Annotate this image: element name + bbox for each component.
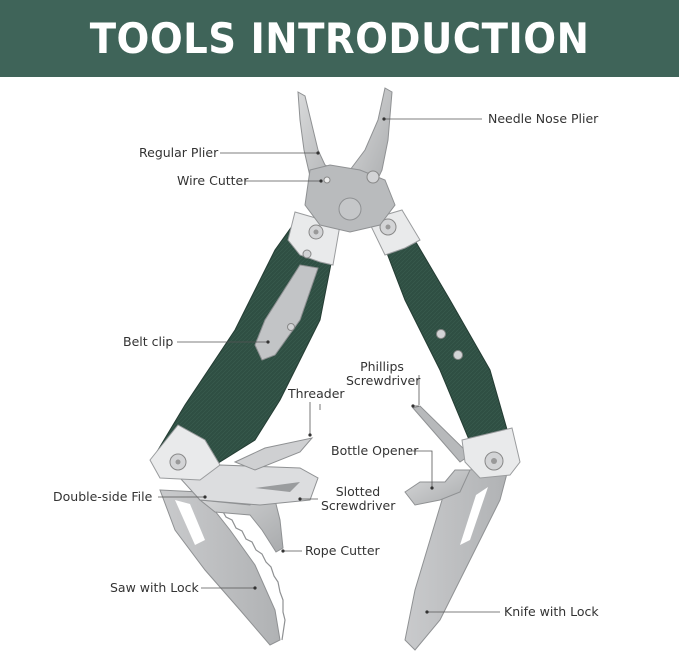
label-phillips-line2: Screwdriver — [346, 373, 421, 388]
label-phillips-line1: Phillips — [360, 359, 404, 374]
label-wire-cutter: Wire Cutter — [177, 173, 249, 188]
leader-dots — [203, 117, 434, 614]
label-rope-cutter: Rope Cutter — [305, 543, 380, 558]
label-double-side-file: Double-side File — [53, 489, 153, 504]
label-slotted-line2: Screwdriver — [321, 498, 396, 513]
belt-clip-part — [254, 264, 319, 361]
bottle-opener-tool — [404, 469, 471, 506]
label-bottle-opener: Bottle Opener — [331, 443, 419, 458]
multitool-illustration — [149, 87, 521, 651]
label-needle-nose-plier: Needle Nose Plier — [488, 111, 599, 126]
threader-tool — [233, 437, 314, 471]
label-slotted-screwdriver: Slotted Screwdriver — [321, 485, 395, 513]
plier-head — [297, 87, 396, 233]
tool-diagram: Needle Nose Plier Regular Plier Wire Cut… — [0, 77, 679, 658]
label-slotted-line1: Slotted — [335, 484, 381, 499]
label-belt-clip: Belt clip — [123, 334, 174, 349]
leader-lines — [158, 118, 500, 613]
right-handle — [367, 209, 521, 479]
page-title: TOOLS INTRODUCTION — [89, 14, 590, 63]
label-phillips-screwdriver: Phillips Screwdriver — [346, 359, 421, 388]
label-knife-with-lock: Knife with Lock — [504, 604, 599, 619]
label-regular-plier: Regular Plier — [139, 145, 219, 160]
double-side-file-tool — [179, 464, 319, 506]
label-threader: Threader — [288, 386, 345, 401]
left-handle — [149, 211, 341, 481]
header-banner: TOOLS INTRODUCTION — [0, 0, 679, 77]
label-saw-with-lock: Saw with Lock — [110, 580, 199, 595]
